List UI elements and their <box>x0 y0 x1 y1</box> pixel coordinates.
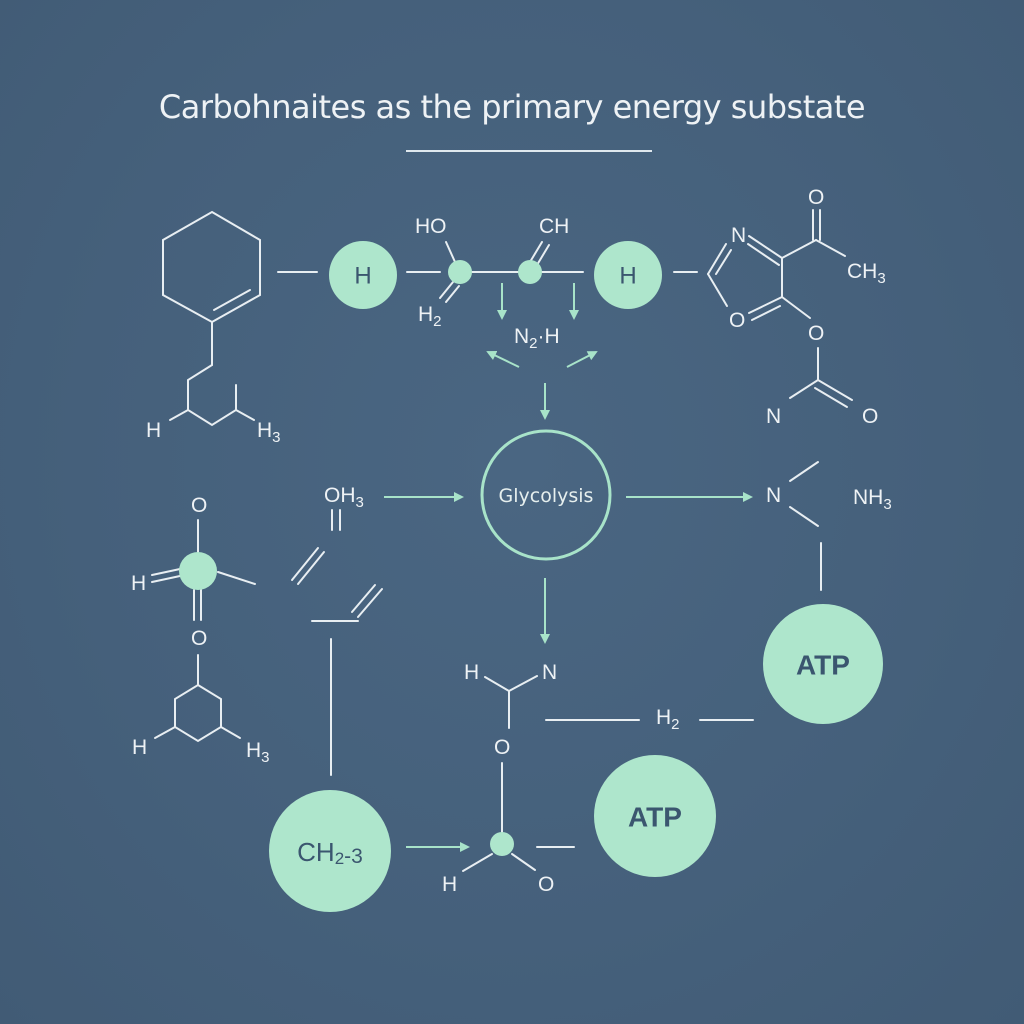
svg-text:O: O <box>808 322 824 345</box>
svg-text:OH3: OH3 <box>324 484 364 511</box>
central-chain-molecule: HO H2 CH N2·H <box>415 215 598 420</box>
svg-text:H: H <box>132 736 147 759</box>
carbonyl-ring-molecule: O H O H H3 <box>131 494 270 766</box>
svg-text:N: N <box>731 224 746 247</box>
bottom-center-molecule: H N O H2 H O <box>406 661 754 896</box>
cyclohexene-molecule: H H3 <box>146 210 318 446</box>
atom-label-ho: HO <box>415 215 447 238</box>
svg-text:N: N <box>542 661 557 684</box>
svg-text:H3: H3 <box>257 419 281 446</box>
svg-text:H2: H2 <box>656 706 680 733</box>
atom-label-h3: H <box>257 419 272 442</box>
svg-text:O: O <box>191 627 207 650</box>
svg-text:N: N <box>766 484 781 507</box>
svg-text:O: O <box>538 873 554 896</box>
hydrogen-node-right: H <box>594 241 698 309</box>
svg-text:H3: H3 <box>246 739 270 766</box>
svg-text:CH3: CH3 <box>847 260 886 287</box>
oxazole-molecule: N O O CH3 O N O <box>707 186 886 428</box>
svg-text:O: O <box>808 186 824 209</box>
svg-text:N: N <box>766 405 781 428</box>
svg-text:NH3: NH3 <box>853 486 892 513</box>
atp-node-bottom: ATP <box>594 755 716 877</box>
oh3-fragment: OH3 <box>291 484 464 776</box>
svg-text:H2: H2 <box>418 303 442 330</box>
svg-text:O: O <box>729 309 745 332</box>
svg-text:H: H <box>442 873 457 896</box>
svg-text:CH2-3: CH2-3 <box>297 837 363 868</box>
svg-text:ATP: ATP <box>796 650 850 681</box>
hydrogen-node-left: H <box>329 241 441 309</box>
svg-text:O: O <box>494 736 510 759</box>
title-underline <box>406 150 652 152</box>
svg-text:O: O <box>862 405 878 428</box>
svg-text:H: H <box>619 263 636 290</box>
atp-node-right: ATP <box>763 604 883 724</box>
diagram-title: Carbohnaites as the primary energy subst… <box>158 88 866 126</box>
svg-text:H: H <box>464 661 479 684</box>
glycolysis-node: Glycolysis <box>480 429 753 644</box>
formula-n2h: N <box>514 325 529 348</box>
svg-text:H: H <box>354 263 371 290</box>
svg-text:Glycolysis: Glycolysis <box>499 485 594 507</box>
amine-fragment: N NH3 <box>766 461 892 591</box>
formula-h2: H <box>656 706 671 729</box>
atom-label-ch: CH <box>539 215 569 238</box>
svg-text:ATP: ATP <box>628 802 682 833</box>
atom-label-h: H <box>146 419 161 442</box>
svg-text:H: H <box>131 572 146 595</box>
svg-text:O: O <box>191 494 207 517</box>
ch2-node: CH2-3 <box>269 790 391 912</box>
svg-text:N2·H: N2·H <box>514 325 560 352</box>
